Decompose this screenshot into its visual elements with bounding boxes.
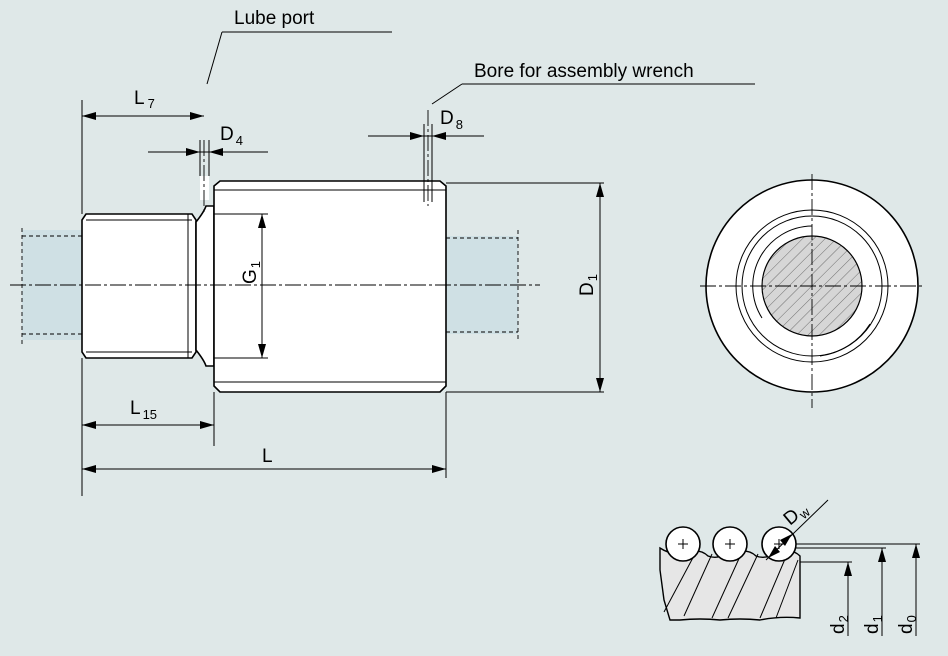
lube-port-callout: Lube port: [206, 8, 392, 85]
bore-wrench-callout: Bore for assembly wrench: [431, 61, 755, 105]
balls: [665, 526, 797, 562]
dim-l: L: [82, 392, 447, 478]
dim-d1-small-label: d1: [862, 615, 885, 634]
dim-d1-label: D1: [577, 274, 600, 296]
dim-dw-label: Dw: [780, 498, 814, 532]
dim-d0-label: d0: [896, 615, 919, 634]
threaded-shank: [81, 213, 197, 359]
dim-g1: G1: [214, 213, 268, 359]
lube-port-label: Lube port: [234, 8, 315, 29]
dim-d1: D1: [446, 182, 604, 393]
dim-l-label: L: [262, 446, 273, 467]
ball-detail: Dw d2 d1 d0: [659, 498, 920, 636]
dim-d2-label: d2: [828, 615, 851, 634]
lube-port-bore: [200, 176, 209, 200]
bore-wrench-label: Bore for assembly wrench: [474, 61, 694, 82]
left-spindle: [21, 228, 82, 344]
wrench-bore: [423, 110, 433, 206]
nut-body: [213, 180, 447, 393]
dim-d0: d0: [896, 544, 920, 636]
dim-d1-small: d1: [862, 548, 886, 636]
undercut-groove: [195, 205, 215, 367]
dim-g1-label: G1: [240, 261, 263, 284]
dim-d2: d2: [828, 562, 852, 636]
thread-flanks: [663, 551, 799, 619]
end-view: [700, 174, 924, 408]
